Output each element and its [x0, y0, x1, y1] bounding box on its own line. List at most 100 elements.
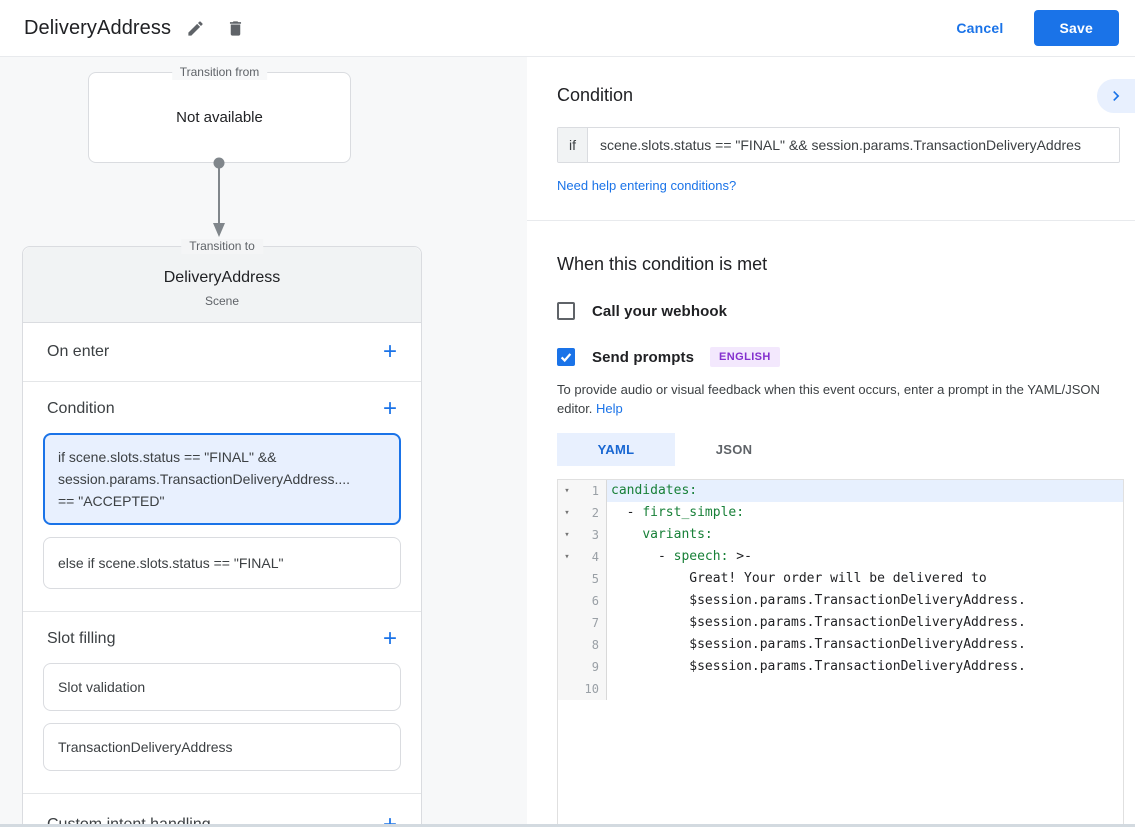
line-number: 7 [591, 616, 599, 630]
check-icon [560, 353, 572, 363]
pencil-icon [187, 20, 203, 36]
code-line: candidates: [607, 480, 1123, 502]
transition-from-label: Transition from [171, 65, 268, 80]
condition-section: Condition + if scene.slots.status == "FI… [23, 382, 421, 612]
condition-editor-section: Condition if Need help entering conditio… [527, 57, 1135, 195]
tab-yaml[interactable]: YAML [557, 433, 675, 466]
top-bar: DeliveryAddress Cancel Save [0, 0, 1135, 57]
slot-filling-section: Slot filling + Slot validation Transacti… [23, 612, 421, 794]
editor-line[interactable]: 6 $session.params.TransactionDeliveryAdd… [558, 590, 1123, 612]
scene-card: Transition to DeliveryAddress Scene On e… [22, 239, 422, 827]
code-line: - speech: >- [611, 549, 752, 564]
delete-scene-button[interactable] [219, 12, 251, 44]
fold-arrow-icon[interactable]: ▾ [564, 486, 570, 496]
webhook-checkbox[interactable] [557, 302, 575, 320]
editor-gutter: 6 [558, 590, 607, 612]
when-condition-met-section: When this condition is met Call your web… [527, 221, 1135, 827]
transition-to-label: Transition to [181, 239, 263, 254]
add-slot-icon[interactable]: + [382, 625, 397, 652]
conditions-help-link[interactable]: Need help entering conditions? [557, 178, 737, 193]
editor-gutter: ▾3 [558, 524, 607, 546]
editor-line[interactable]: 7 $session.params.TransactionDeliveryAdd… [558, 612, 1123, 634]
trash-icon [229, 20, 241, 36]
prompt-description: To provide audio or visual feedback when… [557, 380, 1117, 418]
code-line: $session.params.TransactionDeliveryAddre… [611, 637, 1026, 652]
line-number: 5 [591, 572, 599, 586]
condition-section-header: Condition + [43, 395, 401, 422]
line-number: 2 [591, 506, 599, 520]
slot-filling-header: Slot filling + [43, 625, 401, 652]
editor-line[interactable]: 5 Great! Your order will be delivered to [558, 568, 1123, 590]
cancel-button[interactable]: Cancel [940, 12, 1019, 44]
on-enter-label: On enter [47, 343, 110, 360]
save-button[interactable]: Save [1033, 10, 1119, 46]
condition-expression-input[interactable] [588, 128, 1119, 162]
chevron-right-icon [1113, 91, 1120, 101]
scene-card-header[interactable]: DeliveryAddress Scene [23, 247, 421, 323]
tab-json[interactable]: JSON [715, 442, 753, 457]
editor-line[interactable]: 8 $session.params.TransactionDeliveryAdd… [558, 634, 1123, 656]
collapse-panel-button[interactable] [1097, 79, 1135, 113]
line-number: 4 [591, 550, 599, 564]
fold-arrow-icon[interactable]: ▾ [564, 530, 570, 540]
fold-arrow-icon[interactable]: ▾ [564, 552, 570, 562]
transition-from-value: Not available [176, 109, 263, 126]
line-number: 10 [584, 682, 599, 696]
editor-gutter: 5 [558, 568, 607, 590]
editor-line[interactable]: ▾3 variants: [558, 524, 1123, 546]
main-content: Transition from Not available Transition… [0, 57, 1135, 827]
condition-item-else[interactable]: else if scene.slots.status == "FINAL" [43, 537, 401, 589]
help-link[interactable]: Help [596, 401, 623, 416]
edit-title-button[interactable] [179, 12, 211, 44]
custom-intent-label: Custom intent handling [47, 816, 211, 827]
webhook-label: Call your webhook [592, 302, 728, 320]
editor-line[interactable]: ▾ 2 - first_simple: [558, 502, 1123, 524]
editor-gutter: 10 [558, 678, 607, 700]
slot-item-validation[interactable]: Slot validation [43, 663, 401, 711]
slot-filling-label: Slot filling [47, 630, 116, 647]
code-line: variants: [642, 527, 713, 542]
if-prefix: if [558, 128, 588, 162]
send-prompts-label: Send prompts [592, 348, 695, 366]
condition-label: Condition [47, 400, 115, 417]
line-number: 8 [591, 638, 599, 652]
code-line: - first_simple: [611, 505, 745, 520]
editor-gutter: ▾1 [558, 480, 607, 502]
condition-detail-panel: Condition if Need help entering conditio… [527, 57, 1135, 827]
fold-arrow-icon[interactable]: ▾ [564, 508, 570, 518]
scene-type-label: Scene [204, 294, 240, 308]
condition-line: session.params.TransactionDeliveryAddres… [58, 471, 351, 487]
panel-divider [527, 220, 1135, 221]
slot-item-address[interactable]: TransactionDeliveryAddress [43, 723, 401, 771]
editor-line[interactable]: ▾4 - speech: >- [558, 546, 1123, 568]
editor-line[interactable]: 9 $session.params.TransactionDeliveryAdd… [558, 656, 1123, 678]
code-line [607, 678, 1123, 700]
scene-graph-canvas: Transition from Not available Transition… [0, 57, 527, 827]
send-prompts-checkbox[interactable] [557, 348, 575, 366]
editor-gutter: 8 [558, 634, 607, 656]
on-enter-row[interactable]: On enter + [23, 323, 421, 382]
code-line: $session.params.TransactionDeliveryAddre… [611, 659, 1026, 674]
send-prompts-row: Send prompts ENGLISH [557, 347, 1117, 367]
webhook-row: Call your webhook [557, 302, 1117, 320]
condition-item-selected[interactable]: if scene.slots.status == "FINAL" && sess… [43, 433, 401, 525]
custom-intent-row[interactable]: Custom intent handling + [23, 794, 421, 827]
add-custom-intent-icon[interactable]: + [382, 811, 397, 827]
editor-gutter: 7 [558, 612, 607, 634]
transition-from-box[interactable]: Transition from Not available [88, 65, 351, 163]
scene-name: DeliveryAddress [163, 269, 281, 286]
editor-line[interactable]: 10 [558, 678, 1123, 700]
line-number: 9 [591, 660, 599, 674]
when-met-heading: When this condition is met [557, 254, 768, 274]
line-number: 3 [591, 528, 599, 542]
code-line: $session.params.TransactionDeliveryAddre… [611, 615, 1026, 630]
language-badge: ENGLISH [710, 347, 780, 367]
condition-heading: Condition [557, 85, 634, 105]
line-number: 1 [591, 484, 599, 498]
editor-gutter: ▾4 [558, 546, 607, 568]
add-condition-icon[interactable]: + [382, 395, 397, 422]
add-on-enter-icon[interactable]: + [382, 338, 397, 365]
condition-line: if scene.slots.status == "FINAL" && [58, 449, 277, 465]
